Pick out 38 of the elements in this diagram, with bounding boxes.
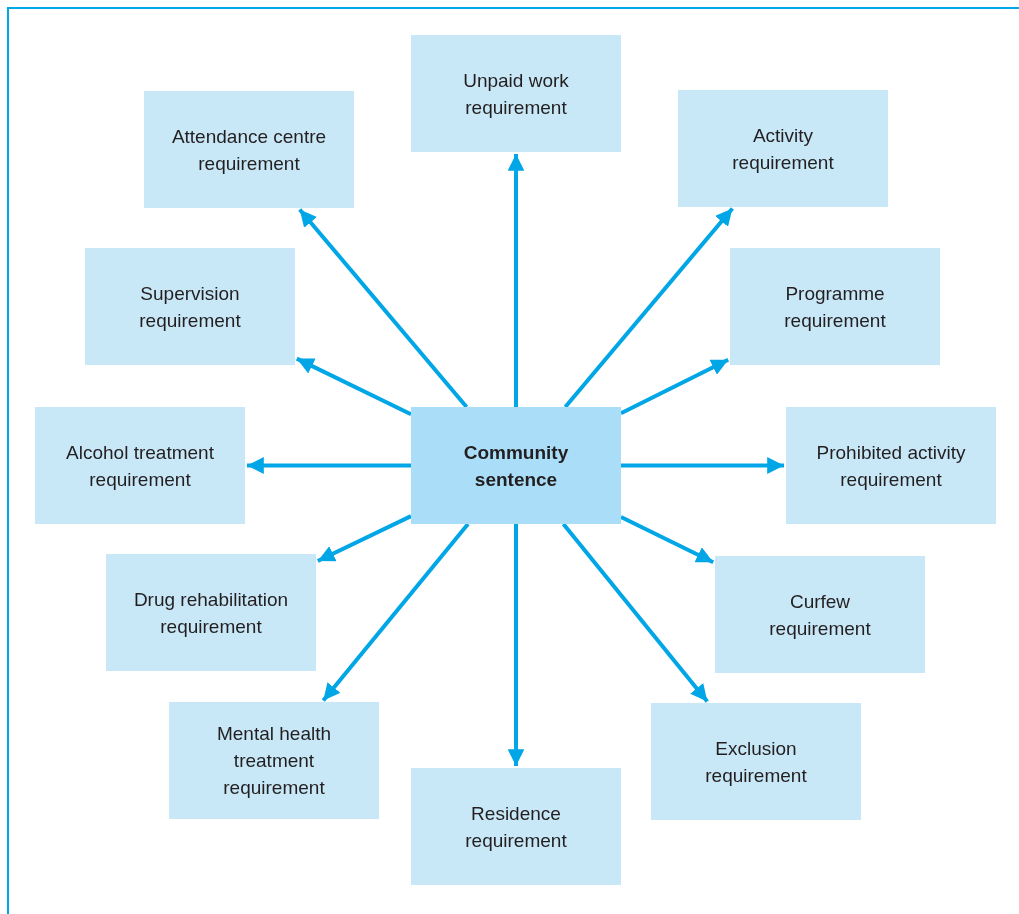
requirement-box <box>106 554 316 671</box>
box-label: Drug rehabilitation requirement <box>132 587 290 639</box>
arrow <box>321 522 470 702</box>
arrow <box>507 154 525 407</box>
requirement-box <box>411 35 621 152</box>
requirement-box <box>651 703 861 820</box>
requirement-box <box>144 91 354 208</box>
arrow <box>298 208 469 409</box>
arrow <box>247 457 411 474</box>
box-label: Supervision requirement <box>138 281 242 333</box>
arrow <box>620 357 730 415</box>
requirement-box <box>411 768 621 885</box>
arrow <box>295 356 412 417</box>
box-label: Exclusion requirement <box>704 736 808 788</box>
box-label: Programme requirement <box>783 281 887 333</box>
box-label: Unpaid work requirement <box>462 68 570 120</box>
requirement-box <box>715 556 925 673</box>
arrow <box>620 515 715 564</box>
box-label: Attendance centre requirement <box>170 124 328 176</box>
requirement-box <box>169 702 379 819</box>
box-label: Activity requirement <box>731 123 835 175</box>
arrow <box>316 514 412 563</box>
central-box <box>411 407 621 524</box>
arrow <box>621 457 784 474</box>
arrow <box>563 207 734 409</box>
box-label: Mental health treatment requirement <box>215 722 333 800</box>
requirement-box <box>678 90 888 207</box>
arrow <box>507 524 525 766</box>
box-label: Alcohol treatment requirement <box>65 440 215 492</box>
box-label: Residence requirement <box>464 801 568 853</box>
requirement-box <box>85 248 295 365</box>
requirement-box <box>730 248 940 365</box>
requirement-box <box>786 407 996 524</box>
arrow <box>561 522 709 703</box>
box-label: Prohibited activity requirement <box>815 440 967 492</box>
box-label: Community sentence <box>462 440 570 492</box>
box-label: Curfew requirement <box>768 589 872 641</box>
requirement-box <box>35 407 245 524</box>
